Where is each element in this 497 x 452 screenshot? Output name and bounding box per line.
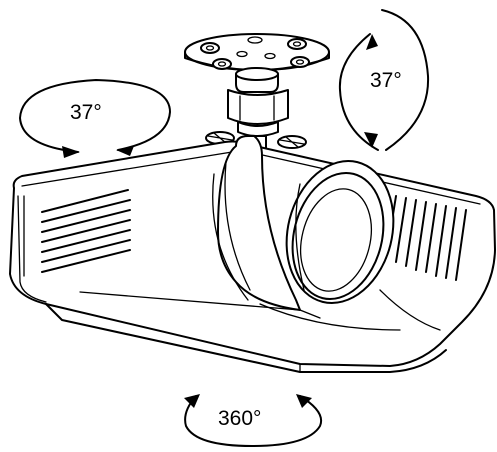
bracket-knob-right — [277, 135, 307, 149]
plate-screw — [290, 56, 310, 68]
plate-screw — [212, 58, 232, 70]
projector-lens — [285, 160, 395, 304]
front-contour — [79, 289, 441, 331]
plate-screw — [200, 42, 220, 54]
ceiling-mount-plate — [184, 33, 330, 71]
pan-rotation-arrow — [184, 394, 322, 447]
vent-grille-left — [41, 189, 131, 273]
roll-rotation-arrow — [19, 79, 171, 158]
vent-grille-right — [385, 195, 467, 281]
tilt-angle-label: 37° — [370, 69, 402, 92]
tilt-rotation-arrow — [338, 9, 430, 151]
plate-screw — [287, 38, 307, 50]
pan-angle-label: 360° — [218, 407, 262, 430]
mount-column — [227, 67, 289, 151]
projector-top-bulge — [212, 135, 301, 311]
roll-angle-label: 37° — [70, 101, 102, 124]
